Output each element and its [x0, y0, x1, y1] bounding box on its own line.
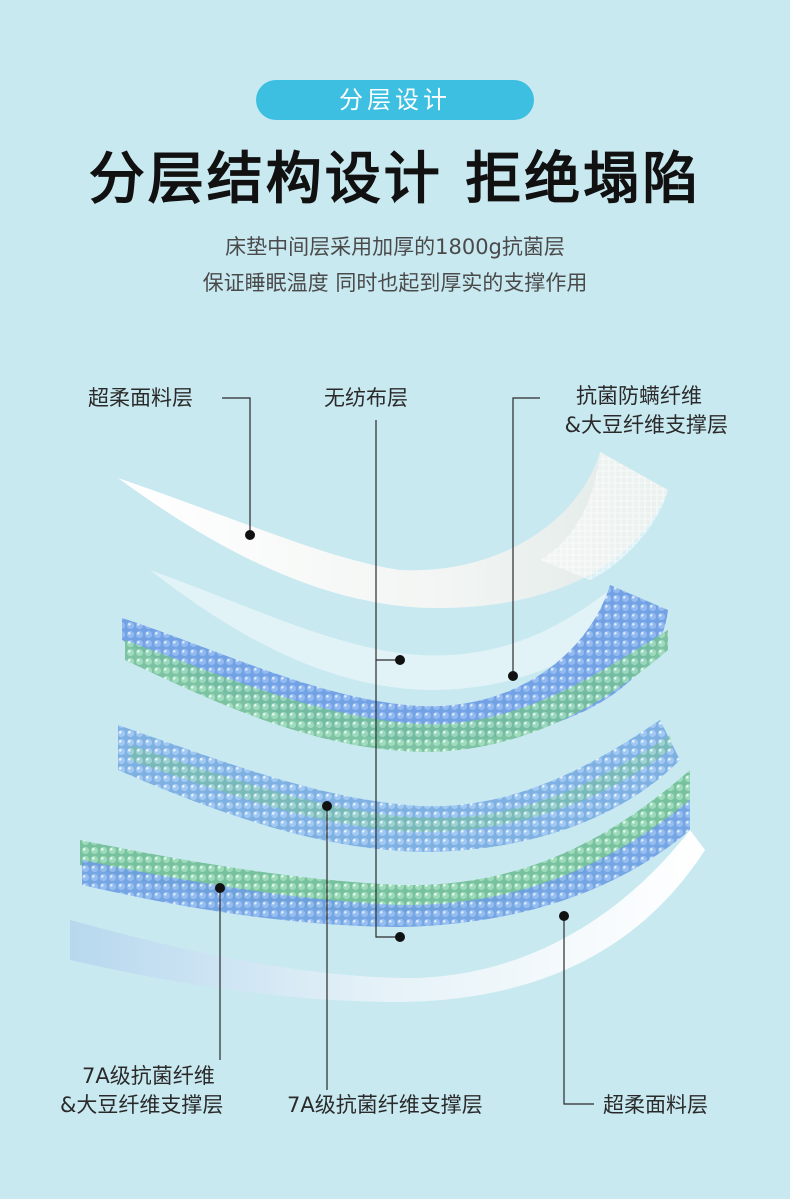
label-bottom-right: 超柔面料层 [603, 1093, 708, 1117]
callout-line-top-center [375, 420, 400, 661]
label-bottom-left-line-1: 7A级抗菌纤维 [82, 1064, 215, 1088]
lower-fiber-layer [80, 770, 690, 912]
callout-dot [559, 911, 569, 921]
callout-line-top-left [222, 397, 251, 535]
callout-line-bottom-right [563, 916, 594, 1105]
label-bottom-center: 7A级抗菌纤维支撑层 [287, 1093, 483, 1117]
headline: 分层结构设计 拒绝塌陷 [88, 147, 702, 212]
bottom-fabric-layer [70, 830, 705, 1002]
callout-dot [215, 883, 225, 893]
callout-dot [395, 932, 405, 942]
top-fabric-layer [118, 452, 668, 609]
callout-dot [322, 801, 332, 811]
callout-line-top-right [512, 397, 540, 676]
label-top-right-line-1: 抗菌防螨纤维 [576, 384, 702, 408]
label-top-center: 无纺布层 [324, 386, 408, 410]
subtitle-line-1: 床垫中间层采用加厚的1800g抗菌层 [225, 235, 565, 259]
subtitle-line-2: 保证睡眠温度 同时也起到厚实的支撑作用 [202, 271, 588, 295]
label-bottom-left-line-2: &大豆纤维支撑层 [60, 1093, 224, 1117]
label-top-left: 超柔面料层 [88, 386, 193, 410]
label-top-right-line-2: &大豆纤维支撑层 [564, 413, 728, 437]
callout-dot [508, 671, 518, 681]
non-woven-layer [150, 570, 640, 690]
section-badge: 分层设计 [256, 80, 534, 120]
callout-dot [395, 655, 405, 665]
callout-dot [245, 530, 255, 540]
middle-fiber-layer [118, 720, 680, 852]
